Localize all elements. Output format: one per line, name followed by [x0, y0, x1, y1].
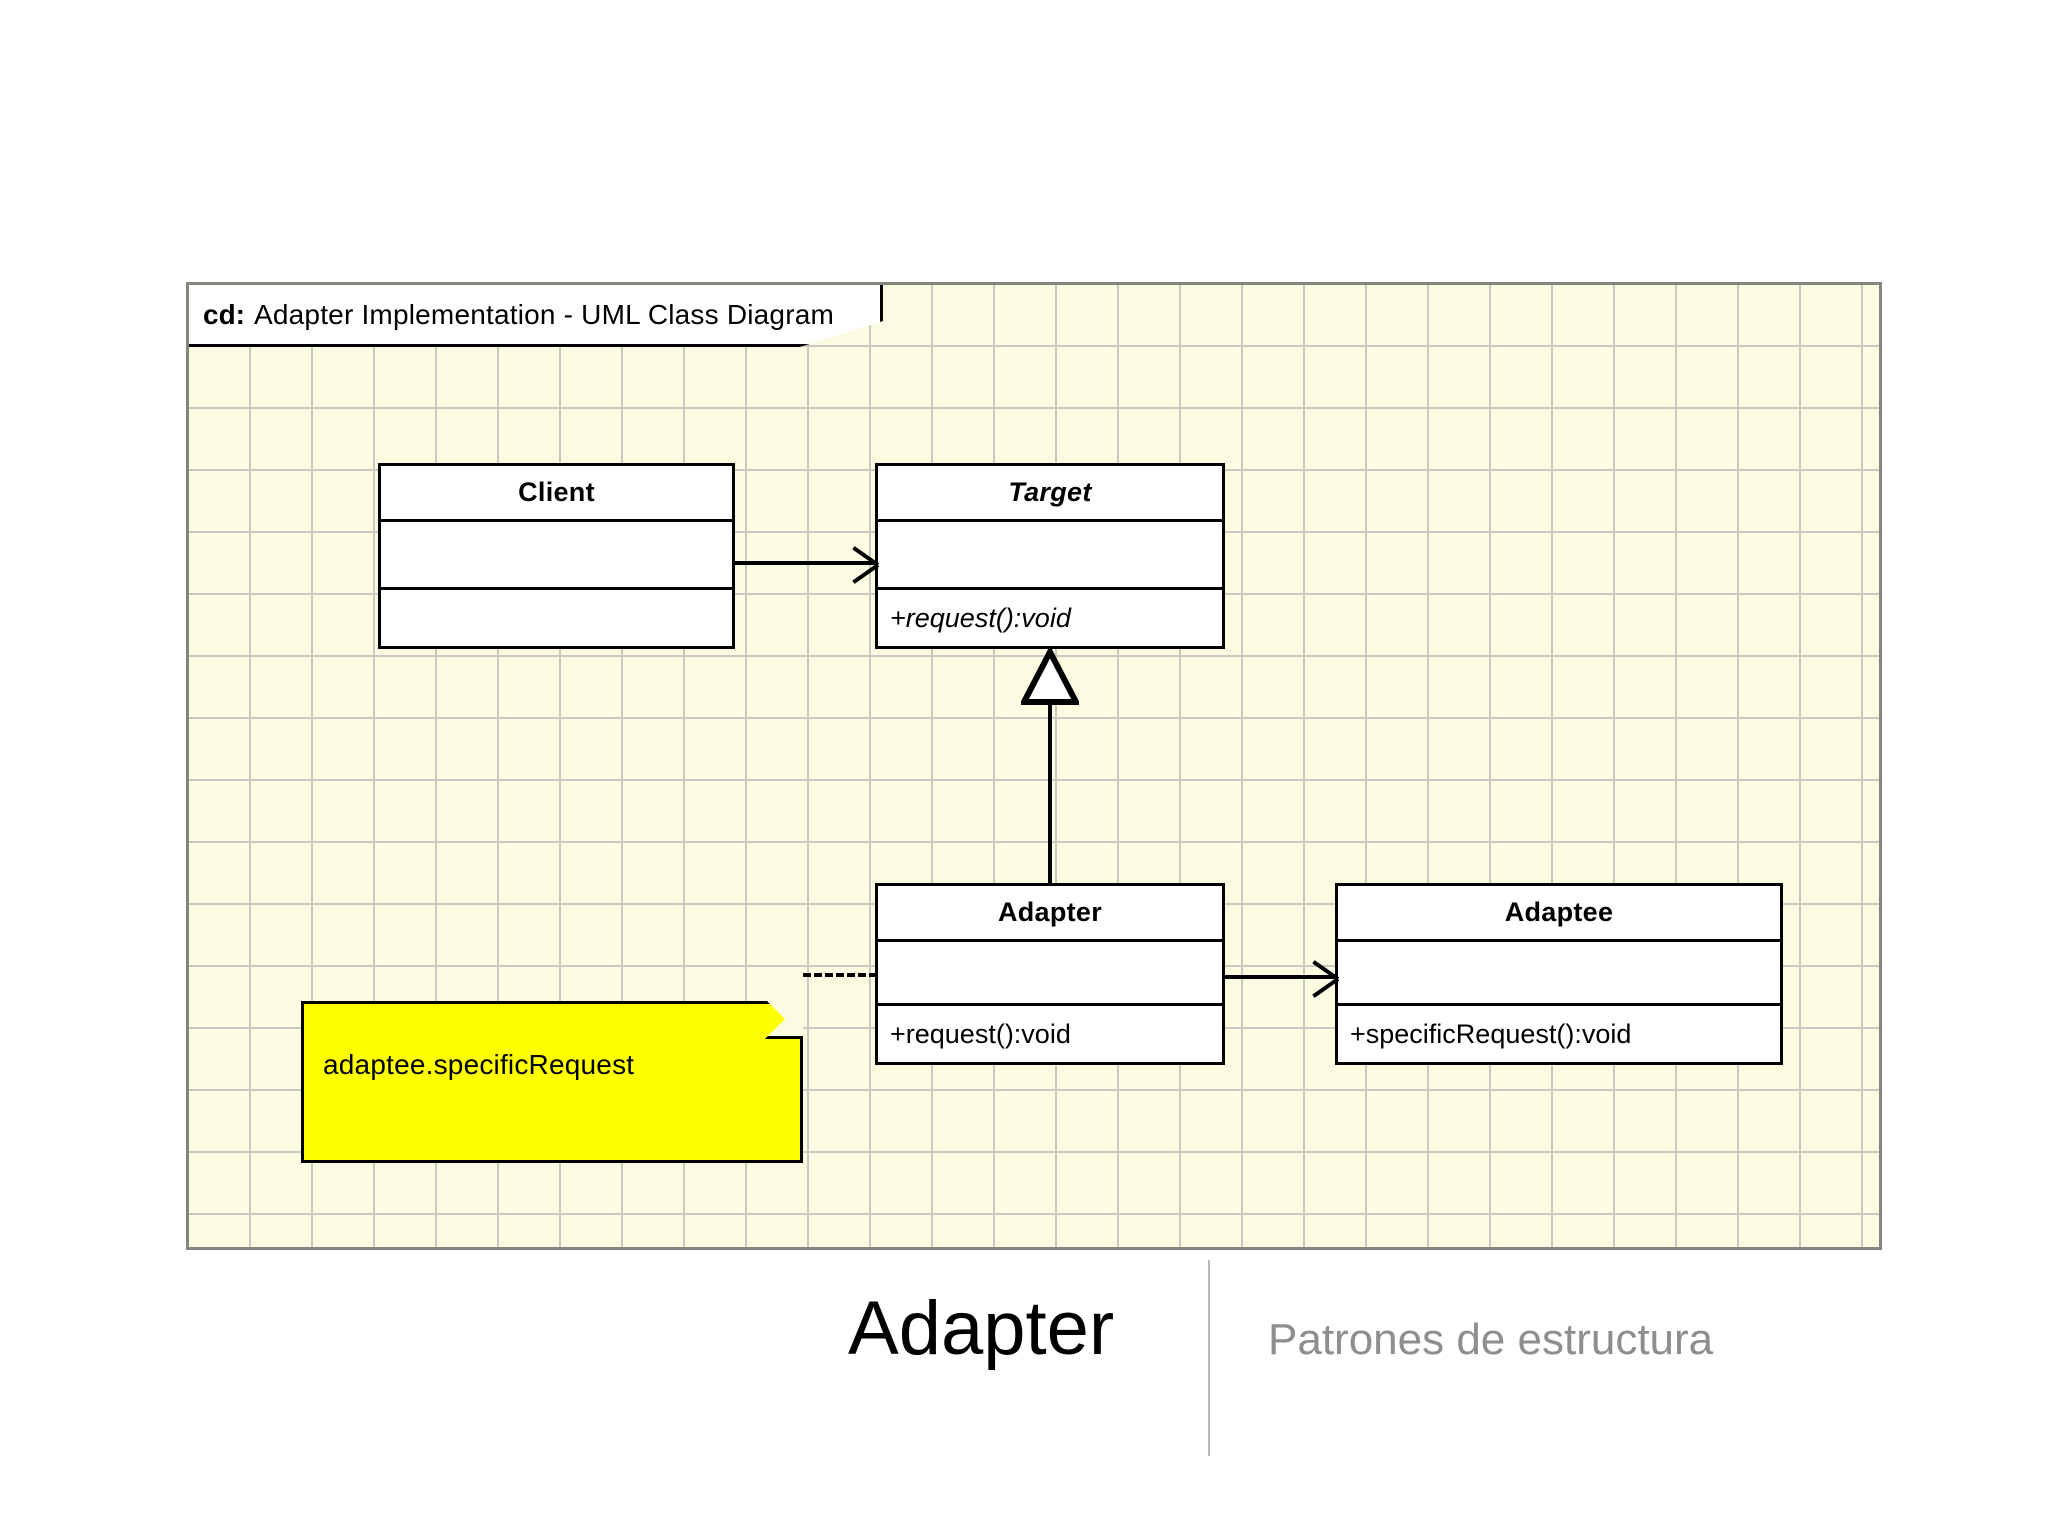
uml-note-adaptee-specific-request[interactable]: adaptee.specificRequest [301, 1001, 803, 1163]
uml-class-target[interactable]: Target +request():void [875, 463, 1225, 649]
slide-subtitle: Patrones de estructura [1268, 1315, 1714, 1364]
class-target-attributes [878, 522, 1222, 590]
class-adapter-operation: +request():void [890, 1018, 1071, 1049]
class-adaptee-attributes [1338, 942, 1780, 1006]
class-client-attributes [381, 522, 732, 590]
frame-kind-label: cd: [203, 298, 245, 330]
generalization-hollow-triangle-icon [1021, 649, 1079, 705]
uml-diagram-frame: cd: Adapter Implementation - UML Class D… [186, 282, 1882, 1250]
frame-title-tab: cd: Adapter Implementation - UML Class D… [189, 285, 884, 347]
class-client-name: Client [381, 466, 732, 522]
uml-class-adaptee[interactable]: Adaptee +specificRequest():void [1335, 883, 1783, 1065]
association-client-target-line [735, 561, 878, 565]
uml-class-adapter[interactable]: Adapter +request():void [875, 883, 1225, 1065]
frame-title-text: Adapter Implementation - UML Class Diagr… [254, 298, 835, 330]
class-adapter-attributes [878, 942, 1222, 1006]
uml-class-client[interactable]: Client [378, 463, 735, 649]
class-client-operations [381, 590, 732, 646]
class-target-name: Target [878, 466, 1222, 522]
note-anchor-dashed-line [803, 973, 877, 977]
class-adaptee-name: Adaptee [1338, 886, 1780, 942]
note-body [301, 1001, 803, 1163]
class-adaptee-operation: +specificRequest():void [1350, 1018, 1632, 1049]
note-text: adaptee.specificRequest [323, 1049, 635, 1080]
slide-footer: Adapter Patrones de estructura [0, 1260, 2048, 1490]
footer-divider [1208, 1260, 1210, 1456]
class-adapter-name: Adapter [878, 886, 1222, 942]
generalization-adapter-target-line [1048, 703, 1052, 885]
association-adapter-adaptee-line [1225, 975, 1338, 979]
class-target-operation: +request():void [890, 602, 1071, 633]
slide-title: Adapter [848, 1286, 1115, 1371]
